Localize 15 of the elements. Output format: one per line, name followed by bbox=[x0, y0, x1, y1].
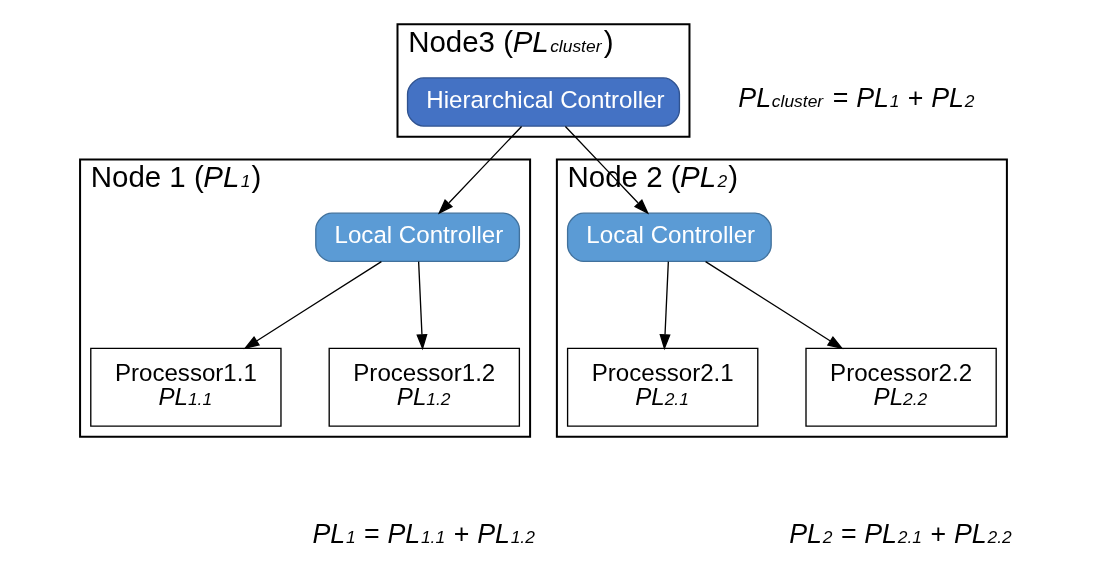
arrow bbox=[243, 260, 383, 350]
arrow bbox=[659, 260, 671, 351]
node-box: Processor1.1 PL1.1 bbox=[90, 347, 282, 427]
node-box: Local Controller bbox=[315, 212, 521, 263]
arrow bbox=[437, 125, 523, 215]
node-box: Processor1.2 PL1.2 bbox=[328, 347, 521, 427]
node-box: Processor2.2 PL2.2 bbox=[805, 347, 997, 427]
node-label: PLcluster = PL1 + PL2 bbox=[738, 83, 975, 114]
node-box: Hierarchical Controller bbox=[406, 77, 681, 127]
node-box: Local Controller bbox=[566, 212, 772, 263]
node-label: PL1 = PL1.1 + PL1.2 bbox=[312, 518, 535, 549]
node-label: PL2 = PL2.1 + PL2.2 bbox=[789, 518, 1012, 549]
node-box: Processor2.1 PL2.1 bbox=[566, 347, 759, 427]
arrow bbox=[416, 260, 428, 351]
arrow bbox=[704, 260, 844, 350]
